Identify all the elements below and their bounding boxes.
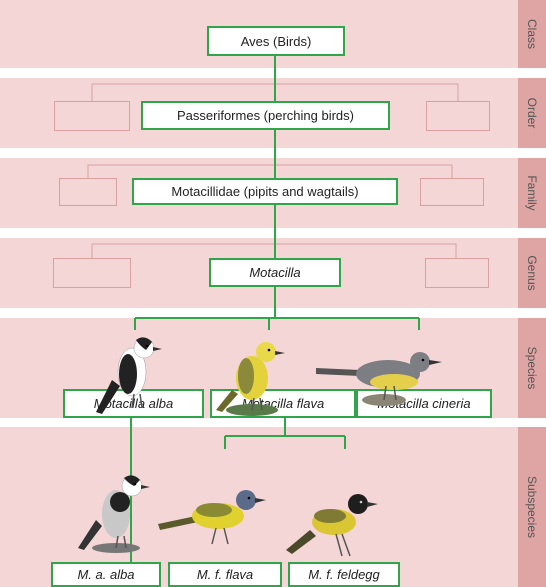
blue-headed-wagtail-icon xyxy=(156,482,268,548)
ghost-box-order-right xyxy=(426,101,490,131)
ghost-box-genus-left xyxy=(53,258,131,288)
white-wagtail-icon xyxy=(76,458,156,558)
grey-wagtail-icon xyxy=(312,340,448,408)
ghost-box-order-left xyxy=(54,101,130,131)
yellow-wagtail-icon xyxy=(208,330,296,418)
subspecies-box-flava: M. f. flava xyxy=(168,562,282,587)
pied-wagtail-icon xyxy=(90,328,170,416)
black-headed-wagtail-icon xyxy=(282,484,382,560)
order-box: Passeriformes (perching birds) xyxy=(141,101,390,130)
family-box: Motacillidae (pipits and wagtails) xyxy=(132,178,398,205)
ghost-box-family-right xyxy=(420,178,484,206)
ghost-box-genus-right xyxy=(425,258,489,288)
genus-box: Motacilla xyxy=(209,258,341,287)
subspecies-box-feldegg: M. f. feldegg xyxy=(288,562,400,587)
class-box: Aves (Birds) xyxy=(207,26,345,56)
ghost-box-family-left xyxy=(59,178,117,206)
subspecies-box-alba: M. a. alba xyxy=(51,562,161,587)
